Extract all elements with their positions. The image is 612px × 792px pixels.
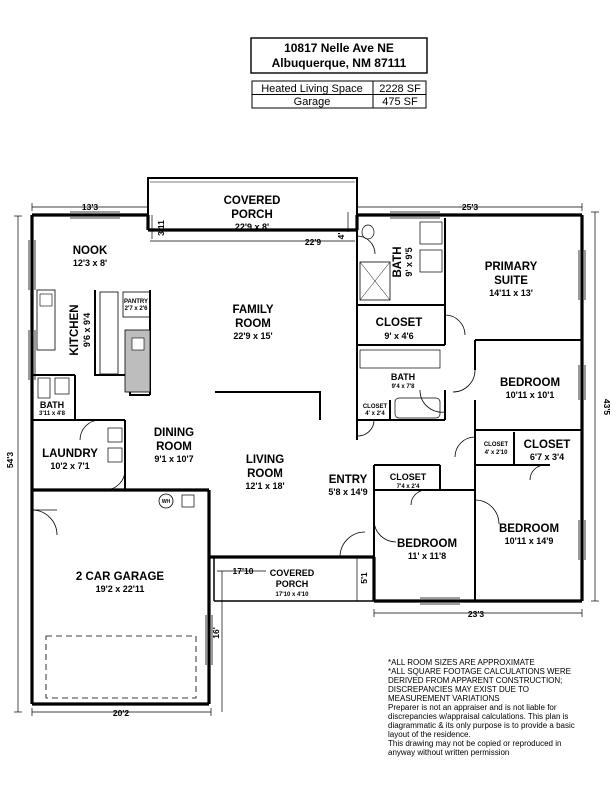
- room-dims-covered-porch-top: 22'9 x 8': [235, 222, 269, 232]
- note-line-10: This drawing may not be copied or reprod…: [388, 739, 561, 748]
- room-name-bedroom-se: BEDROOM: [499, 523, 559, 535]
- room-dims-closet-small: 4' x 2'10: [485, 450, 509, 456]
- room-name-covered-porch-front-1: COVERED: [270, 568, 315, 578]
- room-dims-primary-suite: 14'11 x 13': [489, 288, 533, 298]
- covered-porch-top: [147, 177, 358, 215]
- note-line-9: layout of the residence.: [388, 730, 471, 739]
- disclaimer-notes: *ALL ROOM SIZES ARE APPROXIMATE *ALL SQU…: [388, 658, 575, 757]
- dim-porch-width: 22'9: [305, 237, 321, 247]
- dim-front-porch-depth: 5'1: [359, 572, 369, 584]
- room-dims-bath-primary: 9' x 9'5: [404, 247, 414, 276]
- room-name-bedroom-ne: BEDROOM: [500, 377, 560, 389]
- area-label-heated: Heated Living Space: [261, 83, 363, 95]
- exterior-walls: [30, 213, 584, 706]
- room-name-closet-large: CLOSET: [524, 439, 571, 451]
- dim-top-left: 13'3: [82, 202, 98, 212]
- kitchen-fixtures: [36, 289, 151, 393]
- room-dims-living-room: 12'1 x 18': [245, 481, 284, 491]
- room-dims-pantry: 2'7 x 2'6: [125, 306, 149, 312]
- dim-top-right: 25'3: [462, 202, 478, 212]
- utility-fixtures: [37, 377, 197, 699]
- room-dims-covered-porch-front: 17'10 x 4'10: [276, 592, 310, 598]
- room-name-covered-porch-front-2: PORCH: [276, 579, 309, 589]
- bath-fixtures: [359, 221, 443, 419]
- room-dims-garage: 19'2 x 22'11: [96, 584, 145, 594]
- dim-garage-side: 16': [211, 627, 221, 638]
- room-name-pantry: PANTRY: [124, 299, 148, 305]
- note-line-4: DISCREPANCIES MAY EXIST DUE TO: [388, 685, 529, 694]
- dim-bottom-left: 20'2: [113, 708, 129, 718]
- dimension-lines: [14, 203, 599, 716]
- note-line-1: *ALL ROOM SIZES ARE APPROXIMATE: [388, 658, 535, 667]
- room-name-family-room-1: FAMILY: [232, 304, 273, 316]
- room-dims-bath-hall: 9'4 x 7'8: [392, 384, 416, 390]
- room-dims-closet-hall: 4' x 2'4: [365, 411, 385, 417]
- room-dims-nook: 12'3 x 8': [73, 258, 107, 268]
- room-dims-bedroom-mid: 11' x 11'8: [408, 551, 446, 561]
- interior-walls: [32, 218, 582, 601]
- room-name-dining-room-1: DINING: [154, 427, 194, 439]
- room-name-closet-entry: CLOSET: [390, 472, 427, 482]
- room-dims-entry: 5'8 x 14'9: [328, 487, 367, 497]
- room-dims-bath-small: 3'11 x 4'8: [39, 411, 66, 417]
- dim-left-total: 54'3: [5, 452, 15, 468]
- note-line-8: diagrammatic & its only purpose is to pr…: [388, 721, 575, 730]
- dimension-labels: 13'3 25'3 22'9 3'11 4' 54'3 43'5 23'3 20…: [5, 202, 612, 718]
- room-name-covered-porch-top-2: PORCH: [231, 209, 273, 221]
- room-name-closet-primary: CLOSET: [376, 317, 423, 329]
- water-heater-label: WH: [162, 499, 171, 505]
- room-dims-kitchen: 9'6 x 9'4: [82, 313, 92, 347]
- room-name-covered-porch-top-1: COVERED: [224, 195, 281, 207]
- address-line-2: Albuquerque, NM 87111: [272, 56, 407, 70]
- room-dims-closet-large: 6'7 x 3'4: [530, 452, 564, 462]
- room-dims-bedroom-se: 10'11 x 14'9: [505, 536, 554, 546]
- room-name-dining-room-2: ROOM: [156, 441, 192, 453]
- room-name-nook: NOOK: [73, 245, 108, 257]
- note-line-2: *ALL SQUARE FOOTAGE CALCULATIONS WERE: [388, 667, 571, 676]
- area-value-garage: 475 SF: [382, 96, 418, 108]
- dim-right-total: 43'5: [602, 399, 612, 415]
- doors: [31, 235, 546, 558]
- room-name-garage: 2 CAR GARAGE: [76, 571, 165, 583]
- address-line-1: 10817 Nelle Ave NE: [284, 41, 394, 55]
- room-name-bedroom-mid: BEDROOM: [397, 538, 457, 550]
- note-line-6: Preparer is not an appraiser and is not …: [388, 703, 557, 712]
- note-line-5: MEASUREMENT VARIATIONS: [388, 694, 500, 703]
- room-covered-porch-top: COVERED PORCH 22'9 x 8': [224, 195, 281, 232]
- windows: [28, 211, 586, 665]
- room-name-bath-small: BATH: [40, 400, 64, 410]
- dim-front-porch-width: 17'10: [233, 566, 254, 576]
- room-name-primary-suite-1: PRIMARY: [485, 261, 538, 273]
- room-name-kitchen: KITCHEN: [69, 304, 81, 355]
- room-dims-closet-entry: 7'4 x 2'4: [397, 484, 421, 490]
- room-dims-closet-primary: 9' x 4'6: [384, 331, 413, 341]
- area-label-garage: Garage: [294, 96, 331, 108]
- note-line-7: discrepancies w/appraisal calculations. …: [388, 712, 568, 721]
- dim-bottom-right: 23'3: [468, 609, 484, 619]
- room-name-bath-primary: BATH: [392, 246, 404, 277]
- room-name-entry: ENTRY: [329, 474, 368, 486]
- room-name-closet-small: CLOSET: [484, 442, 509, 448]
- room-dims-laundry: 10'2 x 7'1: [50, 461, 89, 471]
- room-name-living-room-1: LIVING: [246, 454, 284, 466]
- area-value-heated: 2228 SF: [379, 83, 421, 95]
- room-name-laundry: LAUNDRY: [42, 448, 98, 460]
- room-name-living-room-2: ROOM: [247, 468, 283, 480]
- room-name-bath-hall: BATH: [391, 372, 415, 382]
- room-labels: COVERED PORCH 22'9 x 8' NOOK 12'3 x 8' K…: [39, 195, 570, 598]
- room-dims-family-room: 22'9 x 15': [233, 331, 272, 341]
- header: 10817 Nelle Ave NE Albuquerque, NM 87111…: [250, 37, 428, 109]
- covered-porch-front: [213, 557, 374, 602]
- note-line-11: anyway without written permission: [388, 748, 509, 757]
- note-line-3: DERIVED FROM APPARENT CONSTRUCTION;: [388, 676, 562, 685]
- room-dims-dining-room: 9'1 x 10'7: [154, 454, 193, 464]
- room-name-family-room-2: ROOM: [235, 318, 271, 330]
- dim-porch-right: 4': [336, 233, 346, 240]
- room-name-closet-hall: CLOSET: [363, 404, 388, 410]
- room-name-primary-suite-2: SUITE: [494, 275, 528, 287]
- dim-porch-depth: 3'11: [156, 220, 166, 236]
- room-dims-bedroom-ne: 10'11 x 10'1: [506, 390, 555, 400]
